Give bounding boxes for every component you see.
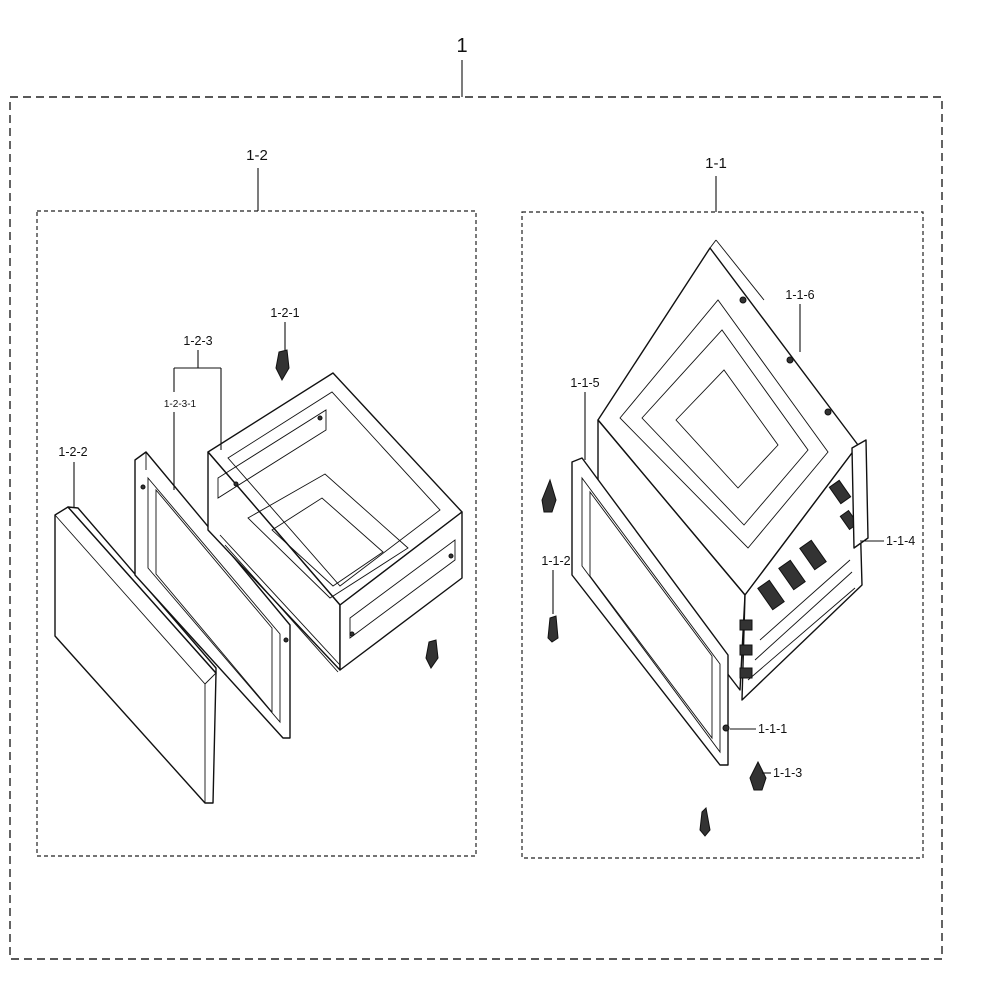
callout-1-2-3: 1-2-3 [183, 334, 212, 348]
nut-1-1-3 [749, 760, 767, 791]
callout-1-2-3-1: 1-2-3-1 [164, 399, 197, 410]
callout-1-1-5: 1-1-5 [570, 376, 599, 390]
screw-1-2-1-lower [425, 639, 439, 669]
group-boundary-1-2 [36, 210, 477, 857]
assembly-1: 1 [9, 35, 943, 960]
nut-left [541, 478, 557, 513]
drawer-front-frame [134, 451, 291, 739]
group-label-1-2: 1-2 [246, 147, 268, 164]
screw-1-2-1 [275, 349, 290, 382]
callout-1-2-2: 1-2-2 [58, 445, 87, 459]
drawer-front-panel [54, 506, 217, 804]
drawer-box [207, 372, 463, 673]
callout-1-1-2: 1-1-2 [541, 554, 570, 568]
callout-1-1-6: 1-1-6 [785, 288, 814, 302]
screw-bottom [699, 806, 711, 837]
group-1-2: 1-2 [36, 147, 477, 857]
group-boundary-1-1 [521, 211, 924, 859]
screw-1-1-2 [547, 615, 559, 643]
group-1-1: 1-1 [521, 155, 924, 859]
assembly-label: 1 [456, 35, 467, 57]
callout-1-1-3: 1-1-3 [773, 766, 802, 780]
housing-front-frame [571, 457, 730, 766]
group-label-1-1: 1-1 [705, 155, 727, 172]
callout-1-2-1: 1-2-1 [270, 306, 299, 320]
callout-1-1-4: 1-1-4 [886, 534, 915, 548]
callout-1-1-1: 1-1-1 [758, 722, 787, 736]
housing-body [597, 239, 869, 701]
